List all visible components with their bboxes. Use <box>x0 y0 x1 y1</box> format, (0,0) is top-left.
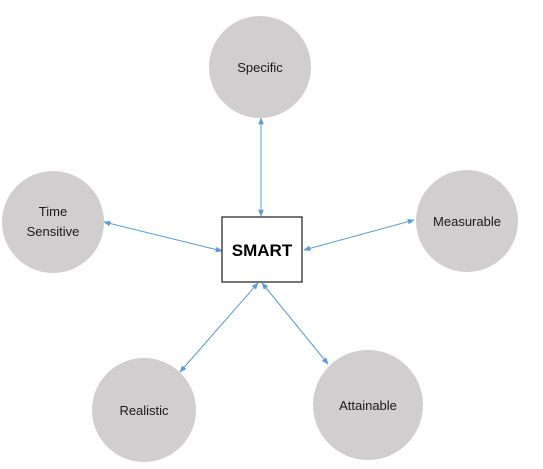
node-measurable-circle <box>416 170 518 272</box>
node-attainable: Attainable <box>313 350 423 460</box>
node-realistic: Realistic <box>92 358 196 462</box>
node-specific-label: Specific <box>237 60 283 75</box>
node-measurable: Measurable <box>416 170 518 272</box>
connector-measurable <box>303 218 415 252</box>
node-realistic-label: Realistic <box>119 403 169 418</box>
node-specific: Specific <box>209 16 311 118</box>
node-time-sensitive-circle <box>2 171 104 273</box>
node-time-sensitive: Time Sensitive <box>2 171 104 273</box>
node-specific-circle <box>209 16 311 118</box>
center-box <box>221 216 303 283</box>
connector-time-sensitive <box>103 220 223 253</box>
node-realistic-circle <box>92 358 196 462</box>
node-time-sensitive-label-line-2: Sensitive <box>27 224 80 239</box>
center-label: SMART <box>232 241 293 260</box>
node-measurable-label: Measurable <box>433 214 501 229</box>
node-attainable-label: Attainable <box>339 398 397 413</box>
center-node: SMART <box>221 216 303 283</box>
connector-realistic <box>179 282 259 373</box>
connector-attainable <box>261 282 329 365</box>
node-time-sensitive-label-line-1: Time <box>39 204 67 219</box>
connectors <box>103 117 415 373</box>
node-attainable-circle <box>313 350 423 460</box>
